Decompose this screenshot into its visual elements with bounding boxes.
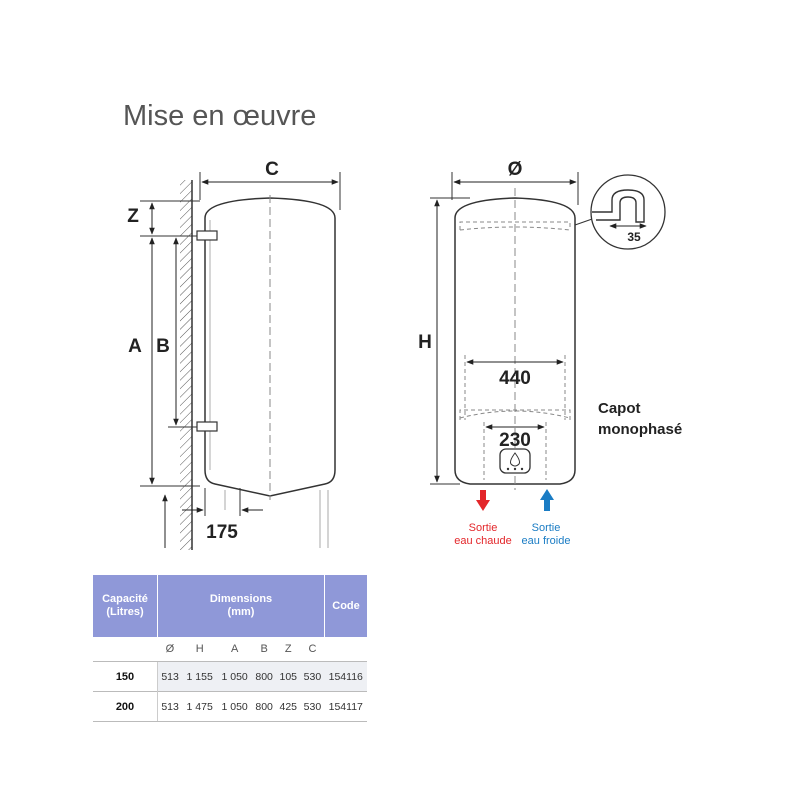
cold-outlet-label-line1: Sortie [531, 522, 561, 534]
cold-outlet-arrow [540, 489, 554, 511]
col-diameter: Ø [165, 643, 175, 655]
hot-outlet-label: Sortie eau chaude [443, 522, 523, 548]
panel-led-3 [520, 467, 524, 471]
detail-hook [592, 189, 645, 223]
header-code: Code [324, 575, 367, 637]
row-capacity: 200 [93, 691, 158, 722]
dim-h-label: H [418, 332, 432, 353]
bottom-bracket [196, 421, 218, 432]
cover-caption: Capot monophasé [598, 398, 682, 440]
col-b: B [260, 643, 268, 655]
dim-z-label: Z [127, 206, 139, 227]
cold-outlet-label: Sortie eau froide [506, 522, 586, 548]
dim-c-label: C [265, 159, 279, 180]
top-rail [459, 221, 571, 231]
hot-outlet-arrow [476, 490, 490, 511]
col-a: A [230, 643, 239, 655]
cell-code: 154117 [324, 691, 367, 722]
dim-35-label: 35 [627, 230, 641, 244]
top-bracket [196, 230, 218, 241]
table-row: 200 513 1 475 1 050 800 425 530 154117 [93, 691, 367, 722]
cell-h: 1 155 [182, 661, 218, 692]
side-view: C Z A B 175 [127, 159, 341, 550]
cell-c: 530 [300, 661, 325, 692]
front-view: 440 230 Ø H 35 [418, 159, 666, 511]
dim-b-label: B [156, 336, 170, 357]
dim-a-label: A [128, 336, 142, 357]
cold-outlet-label-line2: eau froide [521, 535, 571, 547]
detail-circle [590, 174, 666, 250]
col-h: H [195, 643, 204, 655]
cell-z: 105 [276, 661, 301, 692]
dim-440-label: 440 [499, 368, 531, 389]
dim-diameter-label: Ø [508, 159, 523, 180]
panel-led-2 [513, 467, 517, 471]
bottom-rail [459, 409, 571, 420]
table-subheader-row: Ø H A B Z C [93, 637, 367, 662]
hot-outlet-label-line1: Sortie [468, 522, 498, 534]
cell-z: 425 [276, 691, 301, 722]
cell-a: 1 050 [217, 661, 253, 692]
cell-diameter: 513 [157, 661, 183, 692]
page-title: Mise en œuvre [123, 100, 317, 132]
col-z: Z [284, 643, 292, 655]
table-row: 150 513 1 155 1 050 800 105 530 154116 [93, 661, 367, 692]
header-dimensions: Dimensions (mm) [157, 575, 325, 637]
cell-a: 1 050 [217, 691, 253, 722]
header-capacity: Capacité (Litres) [93, 575, 158, 637]
cell-c: 530 [300, 691, 325, 722]
cell-diameter: 513 [157, 691, 183, 722]
hot-outlet-label-line2: eau chaude [454, 535, 512, 547]
dim-230-label: 230 [499, 430, 531, 451]
cell-b: 800 [252, 661, 277, 692]
dim-175-label: 175 [206, 522, 238, 543]
table-header-row: Capacité (Litres) Dimensions (mm) Code [93, 575, 367, 637]
panel-led-1 [506, 467, 510, 471]
cover-caption-line2: monophasé [598, 421, 683, 438]
spec-table: Capacité (Litres) Dimensions (mm) Code Ø… [93, 575, 367, 722]
row-capacity: 150 [93, 661, 158, 692]
cover-caption-line1: Capot [598, 400, 641, 417]
cell-b: 800 [252, 691, 277, 722]
wall-hatch [180, 180, 192, 550]
cell-code: 154116 [324, 661, 367, 692]
cell-h: 1 475 [182, 691, 218, 722]
front-tank-body [454, 197, 576, 485]
droplet-icon [510, 452, 520, 467]
col-c: C [308, 643, 317, 655]
